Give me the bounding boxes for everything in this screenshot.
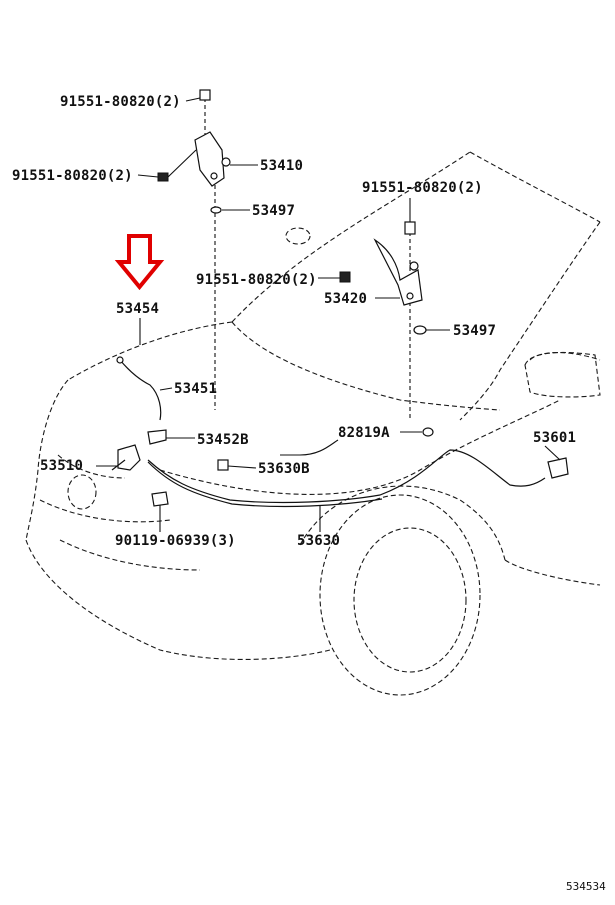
label-lock-bolt: 90119-06939(3) <box>115 533 236 549</box>
highlight-arrow-icon <box>114 234 165 291</box>
label-highlighted-part: 53454 <box>116 301 159 317</box>
label-cable-clamp: 53630B <box>258 461 310 477</box>
label-bolt-hinge-right-side: 91551-80820(2) <box>196 272 317 288</box>
label-support-rod: 53451 <box>174 381 217 397</box>
label-grommet: 82819A <box>338 425 390 441</box>
label-lever: 53601 <box>533 430 576 446</box>
support-rod-part <box>116 356 167 445</box>
label-hinge-right: 53420 <box>324 291 367 307</box>
label-hood-lock: 53510 <box>40 458 83 474</box>
label-bolt-hinge-right-top: 91551-80820(2) <box>362 180 483 196</box>
diagram-reference-code: 534534 <box>566 880 606 893</box>
label-bolt-hinge-left-side: 91551-80820(2) <box>12 168 133 184</box>
label-cushion-right: 53497 <box>453 323 496 339</box>
vehicle-body-outline <box>25 151 601 696</box>
label-release-cable: 53630 <box>297 533 340 549</box>
label-hinge-left: 53410 <box>260 158 303 174</box>
label-bolt-hinge-left-top: 91551-80820(2) <box>60 94 181 110</box>
label-rod-holder: 53452B <box>197 432 249 448</box>
hood-lock-part <box>111 427 569 508</box>
hinge-left-part <box>157 89 231 214</box>
assembly-centerlines <box>204 98 411 420</box>
leader-lines <box>96 97 561 532</box>
hinge-right-part <box>339 221 427 335</box>
label-cushion-left: 53497 <box>252 203 295 219</box>
